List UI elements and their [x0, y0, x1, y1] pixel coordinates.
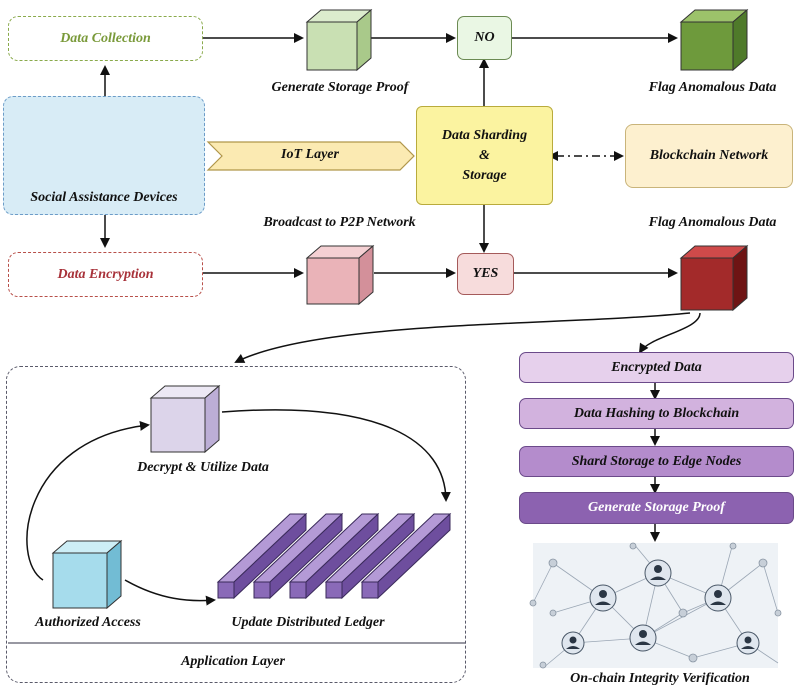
- data-collection-box: Data Collection: [8, 16, 203, 61]
- update-ledger-label: Update Distributed Ledger: [231, 615, 385, 630]
- arrow-decrypt-to-ledger: [221, 409, 451, 502]
- pink-cube-icon: [305, 244, 375, 306]
- generate-storage-proof-bottom-label: Generate Storage Proof: [588, 500, 725, 515]
- iot-layer-chevron: [206, 141, 415, 171]
- yes-node: YES: [457, 253, 514, 295]
- shard-storage-step: Shard Storage to Edge Nodes: [519, 446, 794, 477]
- shard-storage-label: Shard Storage to Edge Nodes: [571, 453, 742, 469]
- arrow-authorized-to-decrypt: [26, 420, 150, 581]
- encrypted-data-step: Encrypted Data: [519, 352, 794, 383]
- iot-layer-label: IoT Layer: [281, 147, 339, 162]
- arrow-authorized-to-ledger: [124, 579, 216, 606]
- data-sharding-node: Data Sharding & Storage: [416, 106, 553, 205]
- encrypted-data-label: Encrypted Data: [611, 359, 702, 375]
- blockchain-network-node: Blockchain Network: [625, 124, 793, 188]
- authorized-access-label: Authorized Access: [35, 615, 141, 630]
- broadcast-label: Broadcast to P2P Network: [263, 215, 416, 230]
- no-label: NO: [474, 30, 495, 45]
- data-encryption-label: Data Encryption: [57, 266, 154, 282]
- hashing-label: Data Hashing to Blockchain: [573, 405, 740, 421]
- application-layer-box: [6, 366, 466, 683]
- data-sharding-label: Data Sharding & Storage: [441, 127, 528, 183]
- decrypt-label: Decrypt & Utilize Data: [137, 460, 269, 475]
- ledger-blocks-icon: [216, 512, 452, 600]
- blockchain-network-label: Blockchain Network: [649, 148, 769, 163]
- no-node: NO: [457, 16, 512, 60]
- flag-anomalous-bottom-label: Flag Anomalous Data: [648, 215, 777, 230]
- cyan-cube-icon: [51, 539, 123, 610]
- social-assistance-label: Social Assistance Devices: [30, 190, 178, 205]
- application-layer-label: Application Layer: [181, 654, 285, 669]
- data-encryption-box: Data Encryption: [8, 252, 203, 297]
- arrow-red-to-app: [234, 312, 691, 363]
- yes-label: YES: [472, 266, 499, 281]
- hashing-step: Data Hashing to Blockchain: [519, 398, 794, 429]
- onchain-verification-label: On-chain Integrity Verification: [570, 671, 750, 686]
- arrow-red-to-encrypted: [638, 312, 701, 354]
- network-graphic-icon: [529, 542, 782, 669]
- data-collection-label: Data Collection: [60, 30, 151, 46]
- generate-storage-proof-top-label: Generate Storage Proof: [271, 80, 409, 95]
- red-cube-icon: [679, 244, 749, 312]
- social-assistance-box: Social Assistance Devices: [3, 96, 205, 215]
- green-cube-icon: [679, 8, 749, 72]
- light-green-cube-icon: [305, 8, 373, 72]
- flag-anomalous-top-label: Flag Anomalous Data: [648, 80, 777, 95]
- generate-storage-proof-step: Generate Storage Proof: [519, 492, 794, 524]
- lavender-cube-icon: [149, 384, 221, 454]
